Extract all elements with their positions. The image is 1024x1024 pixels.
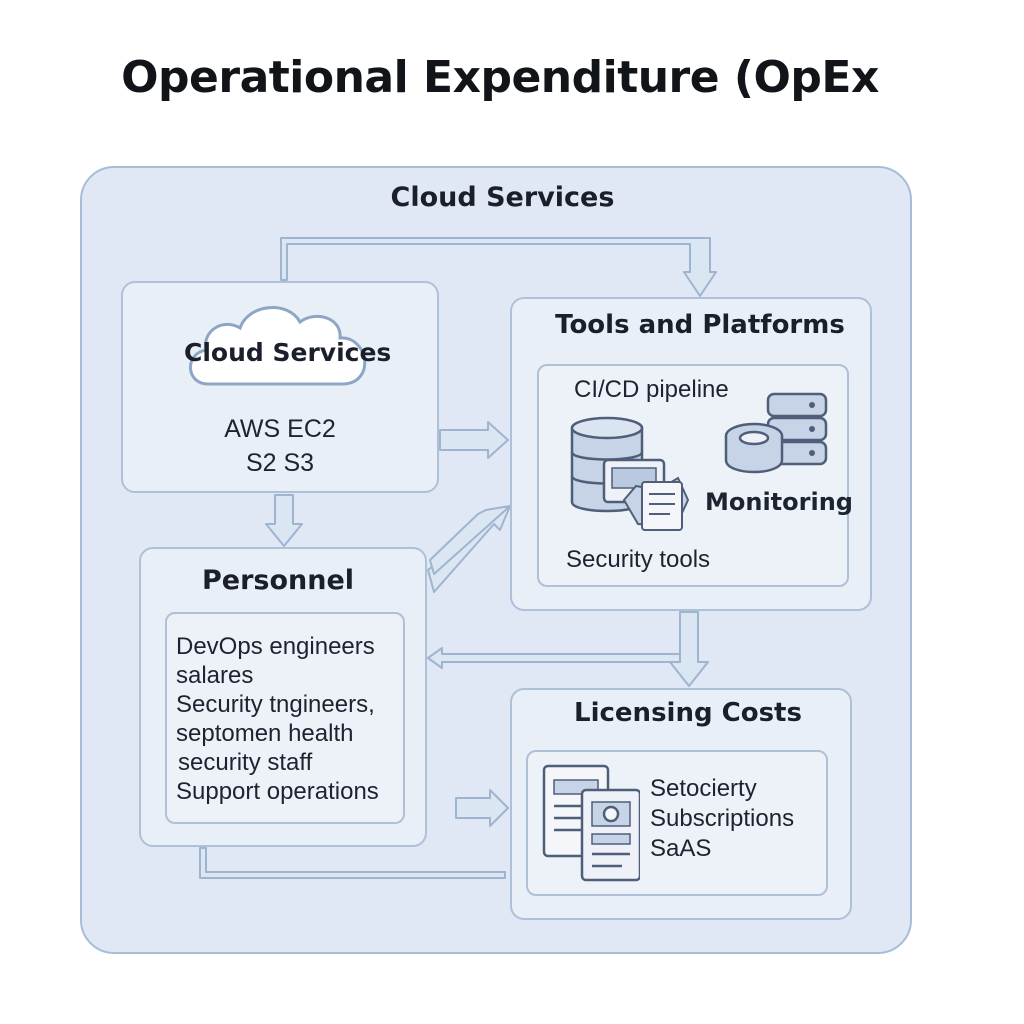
arrow-tools-to-licensing bbox=[669, 611, 709, 687]
personnel-line-5: security staff bbox=[178, 749, 313, 776]
cloud-line-2: S2 S3 bbox=[245, 449, 315, 477]
personnel-line-6: Support operations bbox=[176, 778, 379, 805]
tool-item-security: Security tools bbox=[566, 546, 711, 573]
tool-item-cicd: CI/CD pipeline bbox=[574, 376, 729, 403]
license-documents-icon bbox=[542, 764, 640, 882]
document-icon bbox=[622, 476, 690, 531]
loop-connector-bottom bbox=[199, 847, 506, 879]
personnel-line-1: DevOps engineers bbox=[176, 633, 375, 660]
cloud-badge-label: Cloud Services bbox=[184, 338, 392, 367]
database-icon bbox=[570, 416, 666, 513]
personnel-line-2: salares bbox=[176, 662, 254, 689]
licensing-line-3: SaAS bbox=[650, 835, 712, 862]
arrow-tools-to-personnel bbox=[427, 647, 681, 669]
licensing-title: Licensing Costs bbox=[574, 698, 802, 728]
licensing-line-1: Setocierty bbox=[650, 775, 757, 802]
arrow-cloud-to-tools bbox=[439, 421, 509, 459]
cloud-icon bbox=[189, 306, 367, 386]
tool-item-monitoring: Monitoring bbox=[705, 488, 853, 516]
outer-panel-label: Cloud Services bbox=[390, 182, 615, 213]
page-title: Operational Expenditure (OpEx bbox=[121, 52, 879, 103]
tools-platforms-title: Tools and Platforms bbox=[555, 310, 845, 340]
personnel-line-4: septomen health bbox=[176, 720, 354, 747]
arrow-personnel-to-tools-2 bbox=[429, 505, 511, 575]
cloud-line-1: AWS EC2 bbox=[224, 415, 336, 443]
arrow-cloud-to-personnel bbox=[265, 494, 303, 547]
personnel-line-3: Security tngineers, bbox=[176, 691, 375, 718]
arrow-personnel-to-licensing bbox=[455, 789, 509, 827]
personnel-inner-panel bbox=[165, 612, 405, 824]
loop-connector-top bbox=[280, 237, 717, 297]
licensing-line-2: Subscriptions bbox=[650, 805, 795, 832]
personnel-title: Personnel bbox=[201, 565, 355, 596]
server-stack-icon bbox=[724, 392, 828, 474]
